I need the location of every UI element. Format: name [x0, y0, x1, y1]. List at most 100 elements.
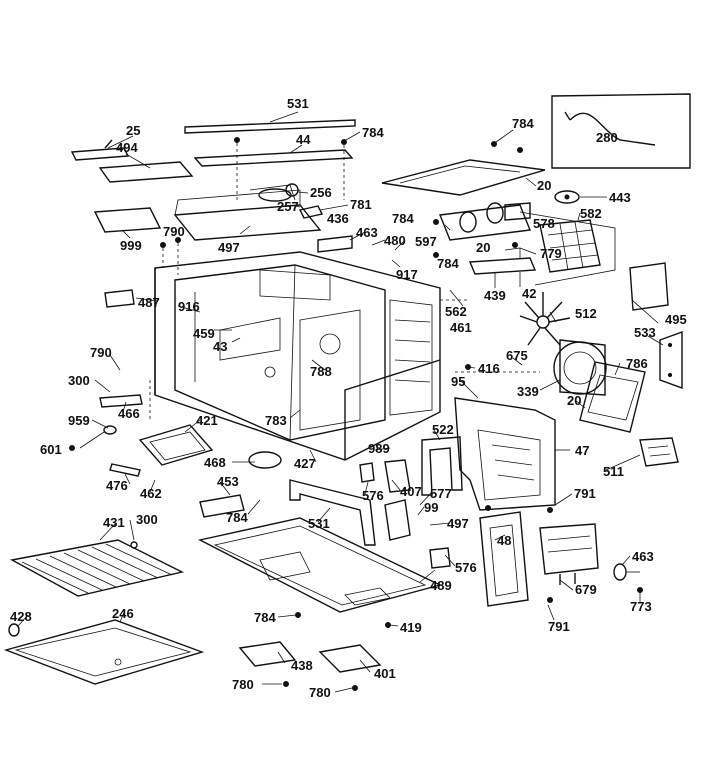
label-784-b: 784 — [512, 116, 534, 131]
part-576a — [359, 462, 375, 483]
label-959: 959 — [68, 413, 90, 428]
label-489: 489 — [430, 578, 452, 593]
label-497-b: 497 — [447, 516, 469, 531]
label-522: 522 — [432, 422, 454, 437]
label-512: 512 — [575, 306, 597, 321]
label-784-e: 784 — [226, 510, 248, 525]
label-531-top: 531 — [287, 96, 309, 111]
label-487: 487 — [138, 295, 160, 310]
label-780-b: 780 — [309, 685, 331, 700]
label-531-bottom: 531 — [308, 516, 330, 531]
label-578-a: 578 — [533, 216, 555, 231]
part-463b — [613, 563, 640, 581]
label-280: 280 — [596, 130, 618, 145]
label-443: 443 — [609, 190, 631, 205]
label-20-b: 20 — [476, 240, 490, 255]
label-779: 779 — [540, 246, 562, 261]
label-300-b: 300 — [136, 512, 158, 527]
label-791-a: 791 — [574, 486, 596, 501]
plate-468 — [248, 451, 282, 469]
label-917: 917 — [396, 267, 418, 282]
label-916: 916 — [178, 299, 200, 314]
label-497-a: 497 — [218, 240, 240, 255]
plate-494 — [98, 161, 194, 183]
tray-246 — [3, 619, 205, 685]
bottom-plate-419 — [197, 517, 443, 613]
label-562: 562 — [445, 304, 467, 319]
assembly-lines — [149, 143, 540, 420]
label-788: 788 — [310, 364, 332, 379]
transformer-679 — [539, 523, 599, 585]
label-679: 679 — [575, 582, 597, 597]
label-48: 48 — [497, 533, 511, 548]
bracket-48 — [479, 511, 529, 607]
label-577: 577 — [430, 486, 452, 501]
label-246: 246 — [112, 606, 134, 621]
sensor-280-box — [551, 93, 691, 169]
bracket-466 — [99, 394, 143, 408]
label-463-b: 463 — [632, 549, 654, 564]
label-427: 427 — [294, 456, 316, 471]
label-20-c: 20 — [567, 393, 581, 408]
part-428 — [8, 623, 20, 637]
leader-lines — [17, 111, 664, 693]
label-462: 462 — [140, 486, 162, 501]
label-495 — [629, 262, 669, 311]
label-999: 999 — [120, 238, 142, 253]
cover-438 — [238, 641, 297, 667]
frame-531 — [289, 479, 376, 546]
label-459: 459 — [193, 326, 215, 341]
label-407: 407 — [400, 484, 422, 499]
top-plate-44 — [193, 149, 354, 167]
label-416: 416 — [478, 361, 500, 376]
label-461: 461 — [450, 320, 472, 335]
label-781: 781 — [350, 197, 372, 212]
label-476: 476 — [106, 478, 128, 493]
label-780-a: 780 — [232, 677, 254, 692]
part-533 — [659, 331, 683, 389]
part-959 — [103, 425, 117, 435]
label-784-a: 784 — [362, 125, 384, 140]
label-784-d: 784 — [437, 256, 459, 271]
label-401: 401 — [374, 666, 396, 681]
label-419: 419 — [400, 620, 422, 635]
label-582: 582 — [580, 206, 602, 221]
side-wall-47 — [454, 397, 556, 511]
label-421: 421 — [196, 413, 218, 428]
part-443 — [554, 190, 580, 204]
part-300b — [130, 541, 138, 549]
label-790-b: 790 — [90, 345, 112, 360]
label-436: 436 — [327, 211, 349, 226]
fan-cage-582 — [519, 211, 616, 286]
label-790-a: 790 — [163, 224, 185, 239]
label-20-a: 20 — [537, 178, 551, 193]
part-487 — [104, 289, 135, 308]
motor-bracket — [439, 202, 531, 241]
label-597: 597 — [415, 234, 437, 249]
label-99: 99 — [424, 500, 438, 515]
top-cover-20 — [381, 159, 546, 196]
label-428: 428 — [10, 609, 32, 624]
part-489 — [429, 547, 451, 569]
label-438: 438 — [291, 658, 313, 673]
oven-cavity — [154, 251, 441, 461]
fan-housing-339 — [553, 339, 607, 396]
label-494: 494 — [116, 140, 138, 155]
label-95: 95 — [451, 374, 465, 389]
fan-blade-512 — [519, 292, 571, 346]
control-housing — [173, 183, 353, 253]
part-labels: 531 25 44 784 494 784 280 20 443 256 257… — [10, 96, 687, 700]
label-463-a: 463 — [356, 225, 378, 240]
label-44: 44 — [296, 132, 311, 147]
label-480: 480 — [384, 233, 406, 248]
label-25: 25 — [126, 123, 140, 138]
label-773: 773 — [630, 599, 652, 614]
label-468: 468 — [204, 455, 226, 470]
label-42: 42 — [522, 286, 536, 301]
label-300-a: 300 — [68, 373, 90, 388]
plate-999 — [93, 207, 162, 233]
label-439: 439 — [484, 288, 506, 303]
label-495: 495 — [665, 312, 687, 327]
